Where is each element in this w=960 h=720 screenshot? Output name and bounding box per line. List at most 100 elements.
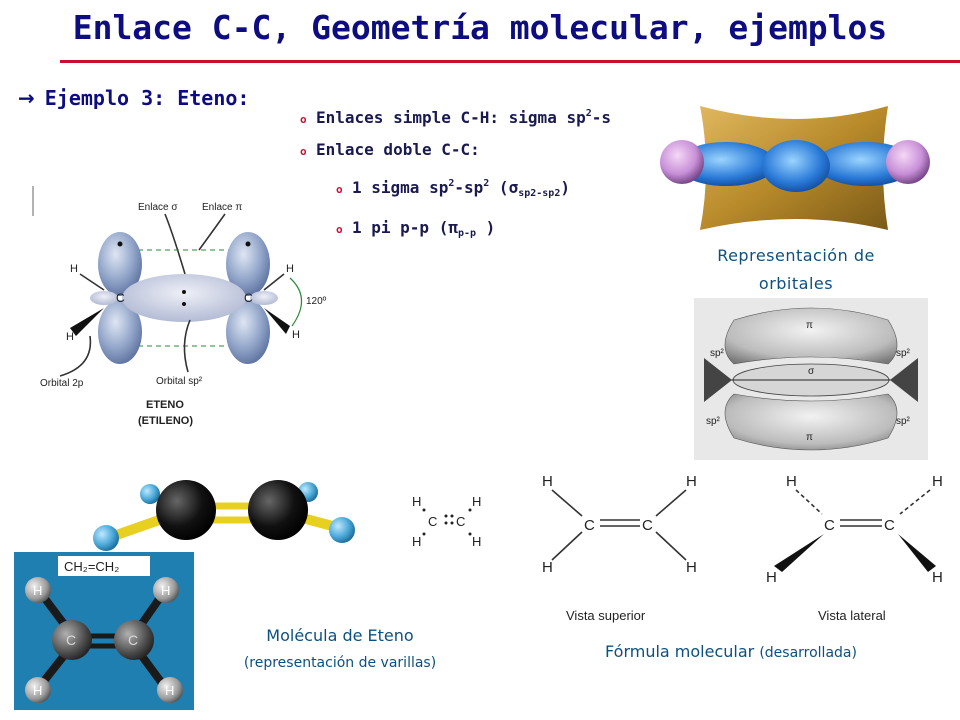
label-sp2: sp² bbox=[896, 416, 911, 427]
label-sp2: sp² bbox=[896, 348, 911, 359]
example-label: Ejemplo 3: Eteno: bbox=[44, 86, 250, 110]
electron-dot bbox=[468, 508, 472, 512]
atom-c-left: C bbox=[116, 291, 125, 305]
pointer-pi bbox=[198, 213, 226, 251]
svg-text:C: C bbox=[128, 632, 138, 648]
p-lobe-left-top bbox=[98, 232, 142, 296]
label-sigma: σ bbox=[808, 366, 815, 377]
svg-text:H: H bbox=[412, 494, 421, 509]
bond-h bbox=[79, 273, 105, 291]
caption-molecule: Molécula de Eteno (representación de var… bbox=[243, 626, 437, 671]
svg-text:C: C bbox=[428, 514, 437, 529]
electron-dot bbox=[444, 514, 448, 518]
sp2-lobe-right bbox=[890, 358, 918, 402]
hydrogen-sphere-left bbox=[660, 140, 704, 184]
label-orbital-2p: Orbital 2p bbox=[40, 378, 84, 389]
hydrogen-sphere bbox=[25, 577, 51, 603]
p-lobe-right-top bbox=[226, 232, 270, 296]
title-rule bbox=[60, 60, 960, 63]
svg-text:H: H bbox=[766, 569, 777, 586]
orbital-hybridization-diagram: Enlace σ Enlace π C C H H H H 120º Orbit… bbox=[32, 186, 327, 427]
svg-text:H: H bbox=[542, 473, 553, 490]
bond-line bbox=[551, 531, 583, 561]
label-sp2: sp² bbox=[710, 348, 725, 359]
electron-dot bbox=[117, 241, 123, 247]
wedge-bond bbox=[70, 308, 104, 336]
carbon-sphere bbox=[114, 620, 154, 660]
hydrogen-sphere-right bbox=[886, 140, 930, 184]
svg-text:C: C bbox=[66, 632, 76, 648]
svg-text:H: H bbox=[161, 583, 170, 598]
pointer-2p bbox=[59, 335, 92, 377]
p-lobe-right-bottom bbox=[226, 300, 270, 364]
label-eteno: ETENO bbox=[146, 399, 184, 411]
caption-formula: Fórmula molecular (desarrollada) bbox=[605, 642, 857, 661]
label-pi: π bbox=[806, 432, 813, 443]
orbital-representation-3d bbox=[660, 106, 930, 230]
orbital-gray-drawing: π π σ sp² sp² sp² sp² bbox=[694, 298, 928, 460]
sigma-lobe-center bbox=[762, 140, 830, 192]
sp2-lobe-right bbox=[250, 291, 278, 305]
label-enlace-pi: Enlace π bbox=[202, 202, 242, 213]
carbon-sphere bbox=[52, 620, 92, 660]
svg-text:C: C bbox=[456, 514, 465, 529]
label-enlace-sigma: Enlace σ bbox=[138, 202, 178, 213]
label-vista-lateral: Vista lateral bbox=[818, 608, 886, 623]
structure-side-view: H H H H C C Vista lateral bbox=[766, 473, 943, 623]
svg-text:C: C bbox=[584, 517, 595, 534]
electron-dot bbox=[422, 508, 426, 512]
electron-dot bbox=[182, 290, 186, 294]
hydrogen-ball bbox=[93, 525, 119, 551]
svg-text:H: H bbox=[786, 473, 797, 490]
caption-orbitals: Representación de orbitales bbox=[717, 246, 875, 293]
carbon-ball-right bbox=[248, 480, 308, 540]
hydrogen-sphere bbox=[153, 577, 179, 603]
wedge-bond bbox=[264, 308, 290, 334]
svg-text:C: C bbox=[642, 517, 653, 534]
formula-ch2: CH₂=CH₂ bbox=[64, 559, 119, 574]
electron-dot bbox=[444, 521, 448, 525]
hydrogen-sphere bbox=[25, 677, 51, 703]
ethene-3d-model: CH₂=CH₂ C C H H H H bbox=[14, 552, 194, 710]
p-lobe-left-bottom bbox=[98, 300, 142, 364]
sp2-lobe-left bbox=[90, 291, 118, 305]
atom-h: H bbox=[286, 263, 294, 275]
wedge-bond bbox=[898, 534, 936, 572]
angle-label: 120º bbox=[306, 296, 327, 307]
sigma-bond-lobe bbox=[122, 274, 246, 322]
carbon-ball-left bbox=[156, 480, 216, 540]
pointer-sigma bbox=[164, 213, 186, 275]
example-heading: → Ejemplo 3: Eteno: bbox=[18, 86, 249, 110]
dashed-bond bbox=[795, 489, 823, 515]
page-title: Enlace C-C, Geometría molecular, ejemplo… bbox=[72, 8, 888, 47]
angle-arc bbox=[289, 277, 303, 327]
electron-dot bbox=[182, 302, 186, 306]
hydrogen-ball bbox=[329, 517, 355, 543]
svg-text:H: H bbox=[412, 534, 421, 549]
bond-line bbox=[655, 489, 687, 517]
svg-text:H: H bbox=[932, 473, 943, 490]
electron-dot bbox=[468, 532, 472, 536]
svg-text:H: H bbox=[686, 473, 697, 490]
pointer-sp2 bbox=[183, 319, 191, 373]
electron-dot bbox=[245, 241, 251, 247]
label-orbital-sp2: Orbital sp² bbox=[156, 376, 203, 387]
lewis-structure: H H C C H H bbox=[412, 494, 481, 549]
structure-top-view: H H H H C C Vista superior bbox=[542, 473, 697, 623]
sp2-lobe-left bbox=[704, 358, 732, 402]
bond-line bbox=[551, 489, 583, 517]
label-sp2: sp² bbox=[706, 416, 721, 427]
wedge-bond bbox=[774, 534, 824, 572]
bullet-circle-icon: o bbox=[300, 145, 307, 158]
atom-h: H bbox=[70, 263, 78, 275]
svg-text:H: H bbox=[165, 683, 174, 698]
label-vista-superior: Vista superior bbox=[566, 608, 646, 623]
svg-text:H: H bbox=[33, 683, 42, 698]
label-pi: π bbox=[806, 320, 813, 331]
arrow-right-icon: → bbox=[18, 86, 35, 110]
svg-text:H: H bbox=[686, 559, 697, 576]
pi-lobe-top bbox=[724, 307, 898, 365]
